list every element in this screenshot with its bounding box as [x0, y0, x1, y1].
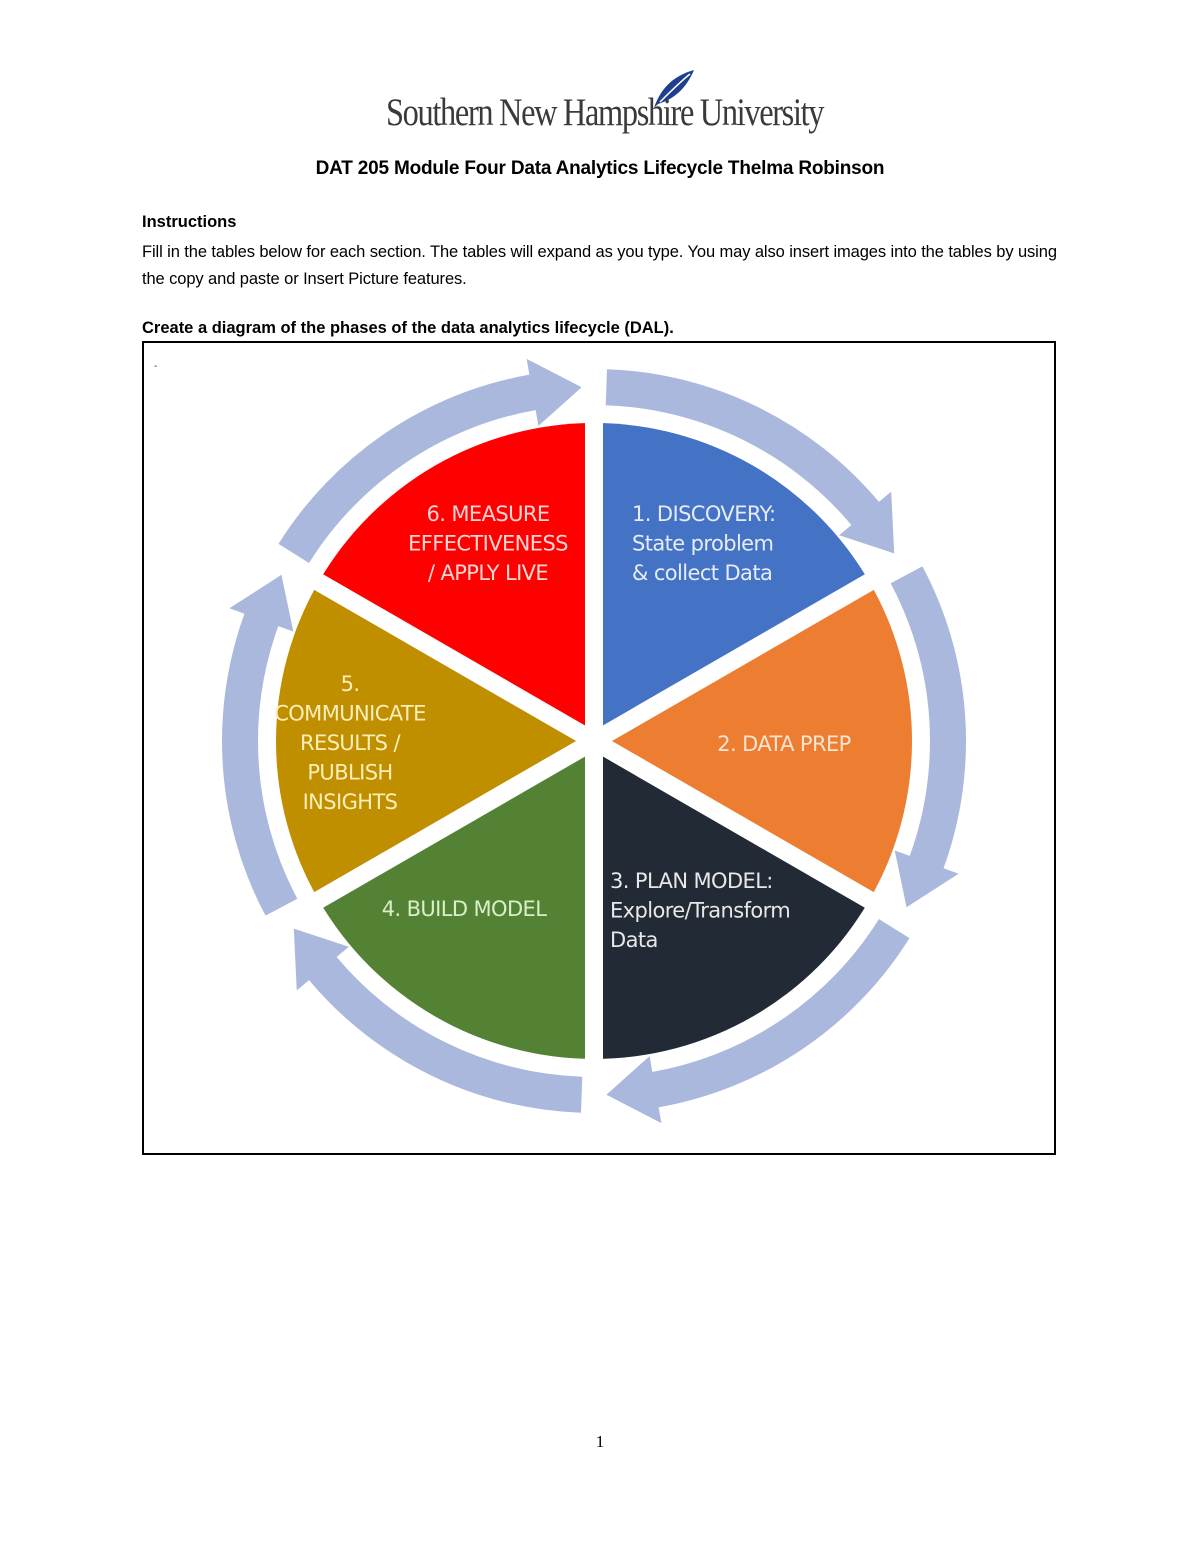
segment-divider	[250, 733, 599, 945]
phase-label-4: 4. BUILD MODEL	[382, 897, 548, 921]
phase-segment-1	[594, 423, 870, 741]
phase-label-1: 1. DISCOVERY:State problem& collect Data	[632, 502, 775, 585]
phase-segment-2	[594, 582, 912, 900]
segment-divider	[589, 733, 938, 945]
section-heading: Create a diagram of the phases of the da…	[142, 319, 674, 337]
instructions-body: Fill in the tables below for each sectio…	[142, 243, 1057, 288]
dal-cycle-diagram: 1. DISCOVERY:State problem& collect Data…	[221, 349, 967, 1133]
cycle-arrow-icon	[890, 566, 967, 908]
leaf-icon	[654, 70, 694, 108]
document-title: DAT 205 Module Four Data Analytics Lifec…	[315, 158, 885, 179]
phase-segment-4	[318, 741, 594, 1059]
phase-segment-5	[276, 582, 594, 900]
cycle-arrow-icon	[221, 574, 298, 916]
frame-mark: -	[154, 361, 158, 372]
university-logo: Southern New Hampshire University	[386, 68, 824, 138]
phase-segment-6	[318, 423, 594, 741]
segment-divider	[589, 537, 938, 749]
phase-label-2: 2. DATA PREP	[717, 732, 850, 756]
page-number: 1	[595, 1432, 605, 1451]
cycle-arrow-icon	[606, 919, 910, 1124]
phase-segment-3	[594, 741, 870, 1059]
cycle-arrow-icon	[605, 369, 895, 554]
instructions-heading: Instructions	[142, 213, 237, 231]
cycle-arrow-icon	[293, 928, 583, 1113]
diagram-table-cell[interactable]: - 1. DISCOVERY:State problem& collect Da…	[142, 341, 1056, 1155]
logo-text: Southern New Hampshire University	[386, 91, 824, 134]
cycle-arrow-icon	[278, 358, 582, 563]
segment-divider	[250, 537, 599, 749]
